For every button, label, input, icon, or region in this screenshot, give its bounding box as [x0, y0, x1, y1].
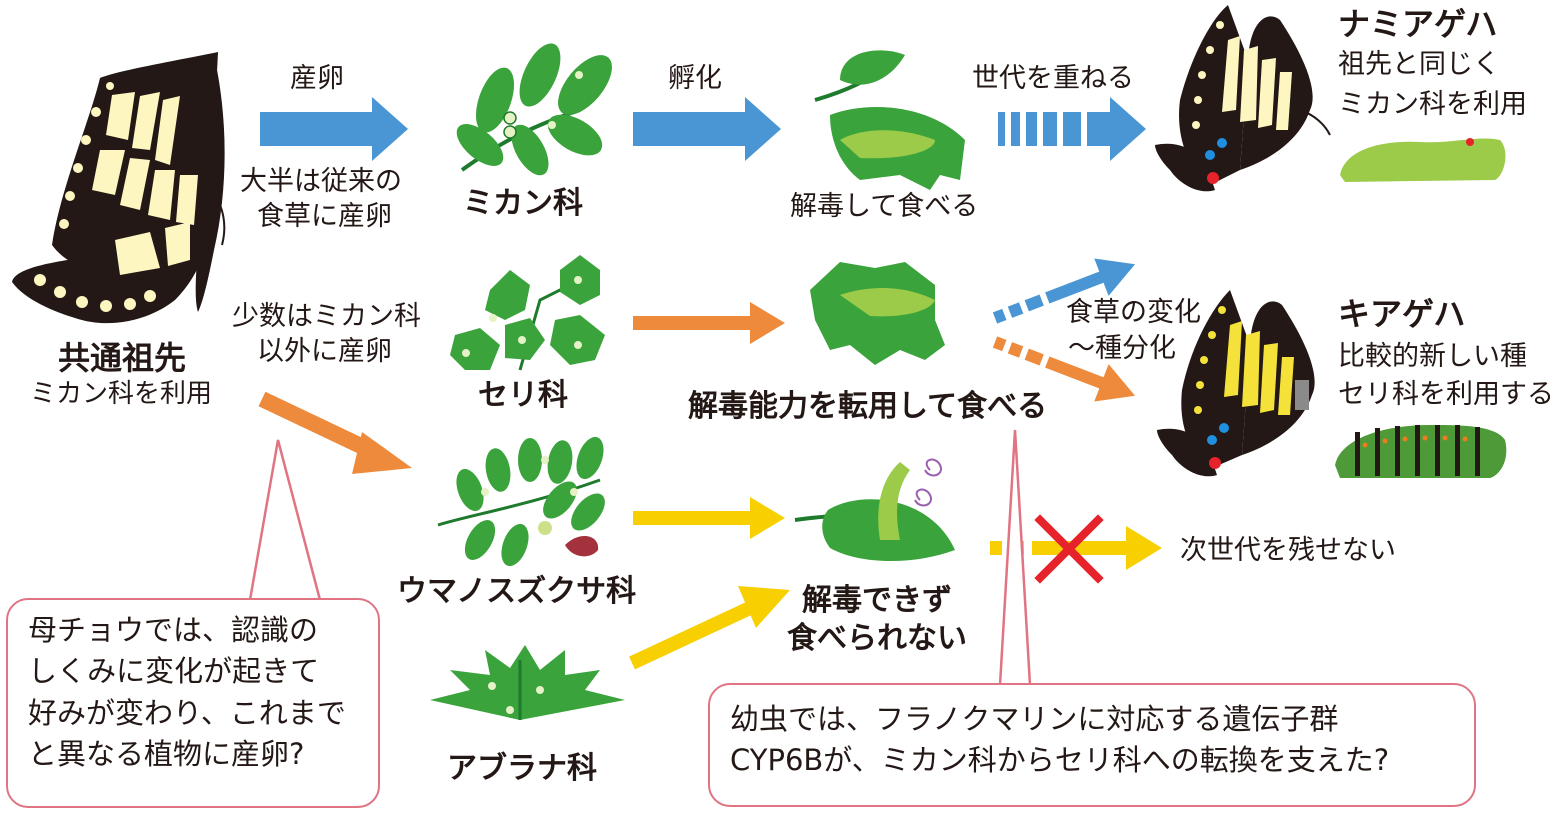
kiageha-desc-line2: セリ科を利用する — [1338, 379, 1554, 410]
callout-pointer-mother — [248, 439, 322, 601]
step-generations-label: 世代を重ねる — [972, 63, 1134, 94]
mustard-plant-icon — [430, 645, 625, 720]
no-next-gen-label: 次世代を残せない — [1180, 535, 1396, 566]
aristolochia-vine-icon — [437, 436, 605, 567]
citrus-branch-icon — [456, 43, 612, 176]
arrow-apiaceae — [633, 302, 785, 344]
kiageha-butterfly-icon — [1157, 290, 1315, 477]
step-hatch-label: 孵化 — [668, 63, 722, 94]
plant-label-citrus: ミカン科 — [463, 186, 583, 221]
x-mark-icon — [1034, 514, 1104, 584]
callout-pointer-larva — [998, 429, 1032, 686]
arrow-oviposit — [260, 97, 408, 161]
host-change-label-line1: 食草の変化 — [1066, 297, 1201, 328]
namiageha-butterfly-icon — [1155, 5, 1331, 192]
ancestor-subtitle: ミカン科を利用 — [30, 379, 213, 409]
swallowtail-butterfly-icon — [12, 52, 226, 324]
callout-larva: 幼虫では、フラノクマリンに対応する遺伝子群 CYP6Bが、ミカン科からセリ科への… — [708, 683, 1476, 807]
kiageha-desc-line1: 比較的新しい種 — [1338, 341, 1527, 372]
kiageha-caterpillar-icon — [1335, 425, 1507, 478]
ancestor-title: 共通祖先 — [58, 339, 187, 377]
kiageha-name: キアゲハ — [1338, 295, 1466, 333]
detox-eat-label: 解毒して食べる — [790, 191, 979, 222]
detox-transfer-label: 解毒能力を転用して食べる — [688, 389, 1048, 424]
parsley-icon — [450, 255, 605, 371]
callout-mother-line2: しくみに変化が起きて — [28, 654, 320, 689]
leaf-with-caterpillar-citrus — [814, 50, 965, 190]
cannot-detox-label-line1: 解毒できず — [802, 583, 952, 618]
namiageha-desc-line2: ミカン科を利用 — [1338, 89, 1527, 120]
host-change-label-line2: 〜種分化 — [1068, 333, 1176, 364]
step-oviposit-label: 産卵 — [290, 63, 344, 94]
callout-mother-butterfly: 母チョウでは、認識の しくみに変化が起きて 好みが変わり、これまで と異なる植物… — [6, 598, 380, 808]
plant-label-aristolochia: ウマノスズクサ科 — [397, 574, 637, 609]
callout-mother-line3: 好みが変わり、これまで — [28, 695, 346, 730]
arrow-ancestor-to-aristolochia — [258, 391, 412, 474]
plant-label-brassica: アブラナ科 — [447, 751, 597, 786]
leaf-with-caterpillar-apiaceae — [810, 262, 945, 365]
namiageha-name: ナミアゲハ — [1338, 5, 1498, 43]
minority-label-line1: 少数はミカン科 — [232, 301, 421, 332]
callout-mother-line4: と異なる植物に産卵? — [28, 737, 305, 772]
arrow-hatch — [633, 97, 781, 161]
namiageha-caterpillar-icon — [1340, 138, 1506, 182]
arrow-to-kiageha — [992, 336, 1136, 402]
callout-larva-line2: CYP6Bが、ミカン科からセリ科への転換を支えた? — [730, 743, 1390, 778]
namiageha-desc-line1: 祖先と同じく — [1338, 49, 1500, 80]
majority-label-line1: 大半は従来の — [240, 166, 402, 197]
cannot-detox-label-line2: 食べられない — [787, 621, 967, 656]
arrow-to-namiageha — [992, 258, 1136, 324]
plant-label-apiaceae: セリ科 — [478, 378, 568, 413]
minority-label-line2: 以外に産卵 — [257, 336, 392, 367]
leaf-with-caterpillar-aristolochia — [794, 458, 955, 562]
callout-mother-line1: 母チョウでは、認識の — [28, 613, 319, 647]
arrow-aristolochia — [633, 497, 785, 539]
arrow-generations — [998, 97, 1146, 161]
arrow-brassica — [629, 586, 790, 670]
arrow-no-next-generation — [990, 526, 1162, 570]
majority-label-line2: 食草に産卵 — [257, 201, 392, 232]
callout-larva-line1: 幼虫では、フラノクマリンに対応する遺伝子群 — [730, 702, 1339, 736]
